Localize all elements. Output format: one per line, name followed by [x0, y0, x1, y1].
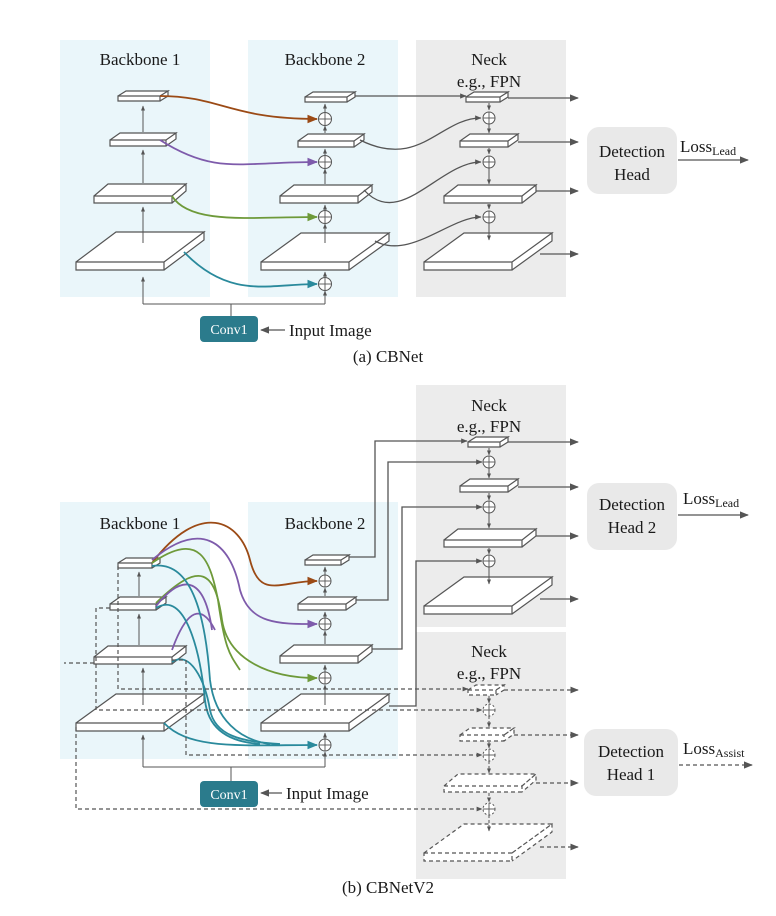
detection-head-2: [587, 483, 677, 550]
b2-stage4: [260, 231, 391, 271]
input-feed-b: [141, 734, 327, 781]
neck-feature-maps: [423, 90, 554, 271]
b1-stage3: [93, 182, 188, 204]
lateral-connections-a: [355, 93, 482, 247]
composite-link-stage2: [159, 139, 319, 167]
neck2-feature-maps: [423, 435, 554, 615]
neck-outputs-a: [508, 94, 579, 258]
composite-connections-b: [151, 521, 319, 750]
loss-assist-label: LossAssist: [683, 739, 745, 760]
composite-link-stage1: [159, 95, 319, 124]
b2-stage2: [297, 132, 366, 148]
b2-sum-cross: [318, 112, 332, 291]
backbone1-feature-maps: [75, 556, 206, 732]
detection-head-2-label: Detection: [599, 495, 666, 514]
loss-lead-label: LossLead: [683, 489, 739, 510]
b1-stage2: [109, 131, 178, 147]
loss-lead-label: LossLead: [680, 137, 736, 158]
composite-link-stage3: [171, 195, 319, 222]
backbone2-label: Backbone 2: [285, 50, 366, 69]
neck1-sublabel: e.g., FPN: [457, 664, 521, 683]
caption-a: (a) CBNet: [353, 347, 424, 366]
detection-head-label: Detection: [599, 142, 666, 161]
backbone1-label: Backbone 1: [100, 514, 181, 533]
input-image-label: Input Image: [286, 784, 369, 803]
neck2-label: Neck: [471, 396, 507, 415]
neck1-label: Neck: [471, 642, 507, 661]
panel-a-cbnet: Backbone 1 Backbone 2 Neck e.g., FPN: [60, 40, 749, 366]
conv1-block: [200, 316, 258, 342]
composite-link-stage4: [183, 251, 319, 289]
backbone1-feature-maps: [75, 89, 206, 271]
detection-head-sublabel: Head: [614, 165, 650, 184]
b1-stage1: [117, 89, 171, 102]
neck2-outputs: [508, 438, 579, 603]
b2-sum-cross: [319, 575, 331, 751]
caption-b: (b) CBNetV2: [342, 878, 434, 897]
neck1-outputs: [504, 686, 579, 851]
b1-stage4: [75, 230, 206, 271]
backbone1-label: Backbone 1: [100, 50, 181, 69]
neck2-sum-cross: [483, 456, 495, 567]
input-feed-a: [141, 276, 327, 316]
panel-b-cbnetv2: Backbone 1 Backbone 2 Neck e.g., FPN Nec…: [60, 385, 753, 897]
detection-head-1-sublabel: Head 1: [607, 765, 656, 784]
b2-stage1: [304, 90, 358, 103]
conv1-label: Conv1: [210, 788, 247, 803]
neck-sublabel: e.g., FPN: [457, 72, 521, 91]
backbone2-feature-maps: [260, 90, 391, 271]
lateral-connections-b: [349, 438, 483, 707]
backbone2-feature-maps: [260, 553, 391, 732]
detection-head-1: [584, 729, 678, 796]
neck1-feature-maps: [423, 683, 554, 862]
neck-sum-cross: [483, 112, 495, 223]
b2-stage3: [279, 183, 374, 204]
detection-head-1-label: Detection: [598, 742, 665, 761]
b1-up-arrows: [137, 571, 145, 705]
detection-head: [587, 127, 677, 194]
conv1-label: Conv1: [210, 323, 247, 338]
detection-head-2-sublabel: Head 2: [608, 518, 657, 537]
assist-lateral-connections: [64, 566, 482, 812]
backbone2-label: Backbone 2: [285, 514, 366, 533]
neck-label: Neck: [471, 50, 507, 69]
composite-connections-a: [159, 95, 319, 289]
input-image-label: Input Image: [289, 321, 372, 340]
neck2-sublabel: e.g., FPN: [457, 417, 521, 436]
conv1-block: [200, 781, 258, 807]
